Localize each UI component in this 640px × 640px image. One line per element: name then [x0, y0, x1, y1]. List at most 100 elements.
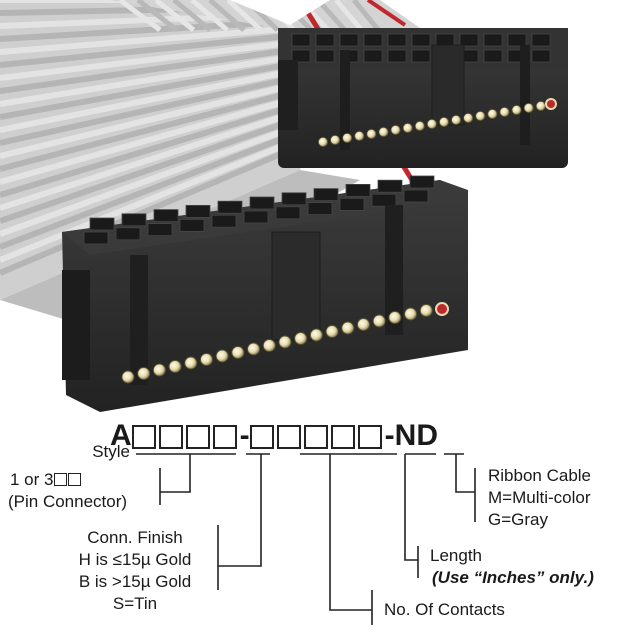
connector-cell	[217, 200, 243, 214]
cable-wire	[0, 90, 291, 172]
cable-wire	[316, 0, 347, 32]
conn-finish-title: Conn. Finish	[87, 528, 183, 547]
cable-wire	[352, 0, 381, 32]
length-note: (Use “Inches” only.)	[432, 568, 594, 587]
connector-pin	[463, 113, 474, 124]
cable-wire	[0, 18, 291, 42]
connector-pin	[184, 356, 198, 370]
style-option-1: 1 or 3	[10, 470, 82, 490]
connector-cell	[339, 33, 359, 47]
ribbon-cable-g: G=Gray	[488, 510, 548, 529]
connector-pin	[330, 134, 341, 145]
callout-lines	[136, 453, 476, 625]
connector-cell	[409, 175, 435, 189]
part-separator: -	[239, 419, 250, 452]
part-suffix: -ND	[384, 419, 438, 452]
conn-finish-b: B is >15µ Gold	[78, 572, 192, 591]
connector-pin	[215, 349, 229, 363]
connector-pin	[426, 119, 437, 130]
part-prefix: A	[110, 419, 132, 452]
cable-wire	[0, 118, 291, 224]
connector-pin	[499, 107, 510, 118]
cable-wire	[0, 133, 292, 250]
connector-cell	[435, 33, 455, 47]
pin-one-marker	[545, 98, 557, 110]
cable-wire	[0, 111, 291, 211]
connector-pin	[390, 125, 401, 136]
connector-pin	[372, 314, 386, 328]
style-option-2: (Pin Connector)	[8, 492, 128, 511]
connector-pin	[402, 123, 413, 134]
cable-wire	[0, 25, 291, 55]
style-label: Style	[92, 442, 130, 461]
connector-pin	[438, 117, 449, 128]
connector-cell	[483, 33, 503, 47]
connector-pin	[487, 109, 498, 120]
connector-cell	[185, 204, 211, 218]
connector-pin	[523, 103, 534, 114]
connector-pin	[137, 367, 151, 380]
connector-pin	[294, 332, 308, 345]
connector-pin	[378, 127, 389, 138]
ribbon-cable-title: Ribbon Cable	[488, 466, 592, 485]
connector-pin	[342, 132, 353, 143]
connector-pin	[200, 353, 213, 366]
connector-pin	[511, 105, 522, 116]
connector-cell	[147, 223, 173, 237]
cable-wire	[0, 82, 291, 159]
length-box	[330, 425, 355, 450]
connector-cell	[89, 217, 115, 231]
connector-cell	[291, 33, 311, 47]
red-stripe-wire	[366, 0, 407, 27]
cable-wire	[190, 0, 229, 32]
connector-pin	[414, 121, 425, 132]
style-box	[185, 425, 210, 450]
cable-wire	[0, 54, 291, 107]
connector-pin	[247, 342, 261, 356]
cable-wire	[136, 0, 179, 32]
connector-cell	[531, 49, 551, 63]
cable-wire	[226, 0, 263, 32]
connector-cell	[291, 49, 311, 63]
connector-cell	[121, 213, 147, 227]
connector-cell	[211, 214, 237, 228]
connector-cell	[315, 49, 335, 63]
contacts-label: No. Of Contacts	[384, 600, 505, 619]
length-title: Length	[430, 546, 482, 565]
connector-cell	[345, 183, 371, 197]
connector-cell	[275, 206, 301, 220]
part-number: A - -ND	[110, 420, 438, 452]
cable-wire	[0, 125, 292, 237]
connector-cell	[363, 33, 383, 47]
contacts-box	[276, 425, 301, 450]
connector-cell	[411, 49, 431, 63]
connector-pin	[121, 370, 135, 384]
cable-wire	[172, 0, 212, 32]
cable-wire	[0, 68, 291, 133]
connector-cell	[387, 49, 407, 63]
connector-pin	[475, 111, 486, 122]
connector-cell	[363, 49, 383, 63]
cable-box	[357, 425, 382, 450]
connector-cell	[249, 196, 275, 210]
contacts-box	[303, 425, 328, 450]
cable-wire	[0, 75, 291, 146]
connector-cell	[531, 33, 551, 47]
cable-wire	[0, 61, 291, 120]
connector-cell	[179, 218, 205, 232]
conn-finish-h: H is ≤15µ Gold	[78, 550, 192, 569]
pin-one-marker	[435, 302, 449, 316]
connector-pin	[451, 115, 462, 126]
connector-pin	[325, 325, 339, 338]
cable-wire	[208, 0, 246, 32]
connector-pin	[404, 307, 418, 321]
cable-wire	[154, 0, 196, 32]
connector-cell	[459, 33, 479, 47]
connector-pin	[262, 339, 276, 352]
connector-pin	[309, 328, 323, 342]
connector-cell	[339, 197, 365, 211]
ribbon-cable-m: M=Multi-color	[488, 488, 591, 507]
style-box	[131, 425, 156, 450]
cable-wire	[0, 32, 291, 68]
